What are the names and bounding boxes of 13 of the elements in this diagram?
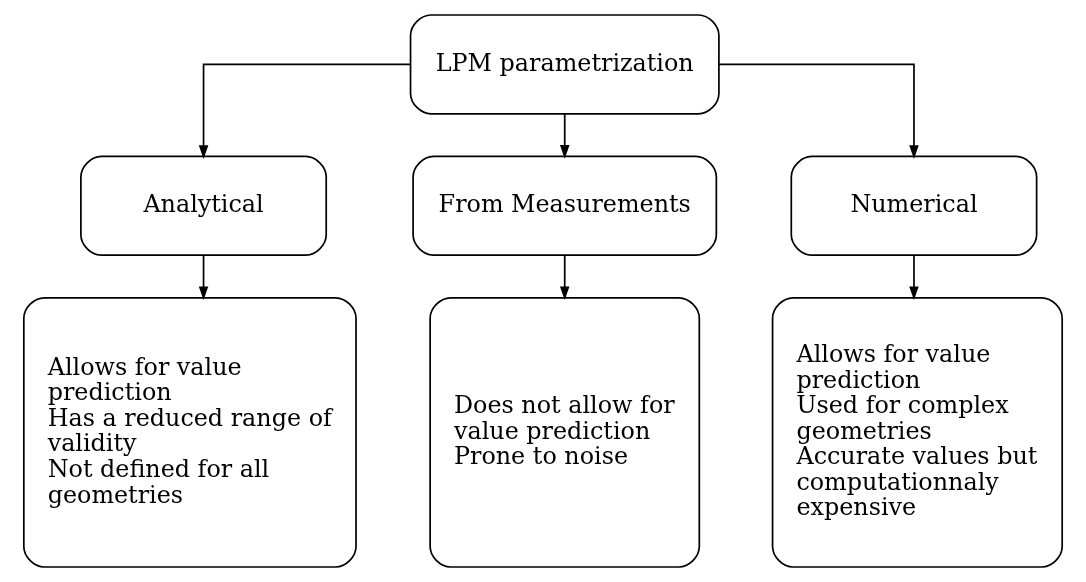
arrow <box>909 254 919 301</box>
arrow <box>198 254 209 301</box>
node-box: From Measurements <box>412 155 718 257</box>
arrow <box>559 113 570 159</box>
node-box: Analytical <box>80 155 328 257</box>
node-box: Numerical <box>790 155 1038 257</box>
node-box: Allows for value prediction Has a reduced range of validity Not defined for all geometries <box>22 296 357 568</box>
node-box: Allows for value prediction Used for complex geometries Accurate values but computationnaly expensive <box>771 296 1064 568</box>
arrow <box>718 63 919 159</box>
arrow <box>559 254 570 301</box>
node-box: LPM parametrization <box>409 14 720 115</box>
arrow <box>198 63 412 159</box>
node-box: Does not allow for value prediction Prone to noise <box>429 296 701 568</box>
